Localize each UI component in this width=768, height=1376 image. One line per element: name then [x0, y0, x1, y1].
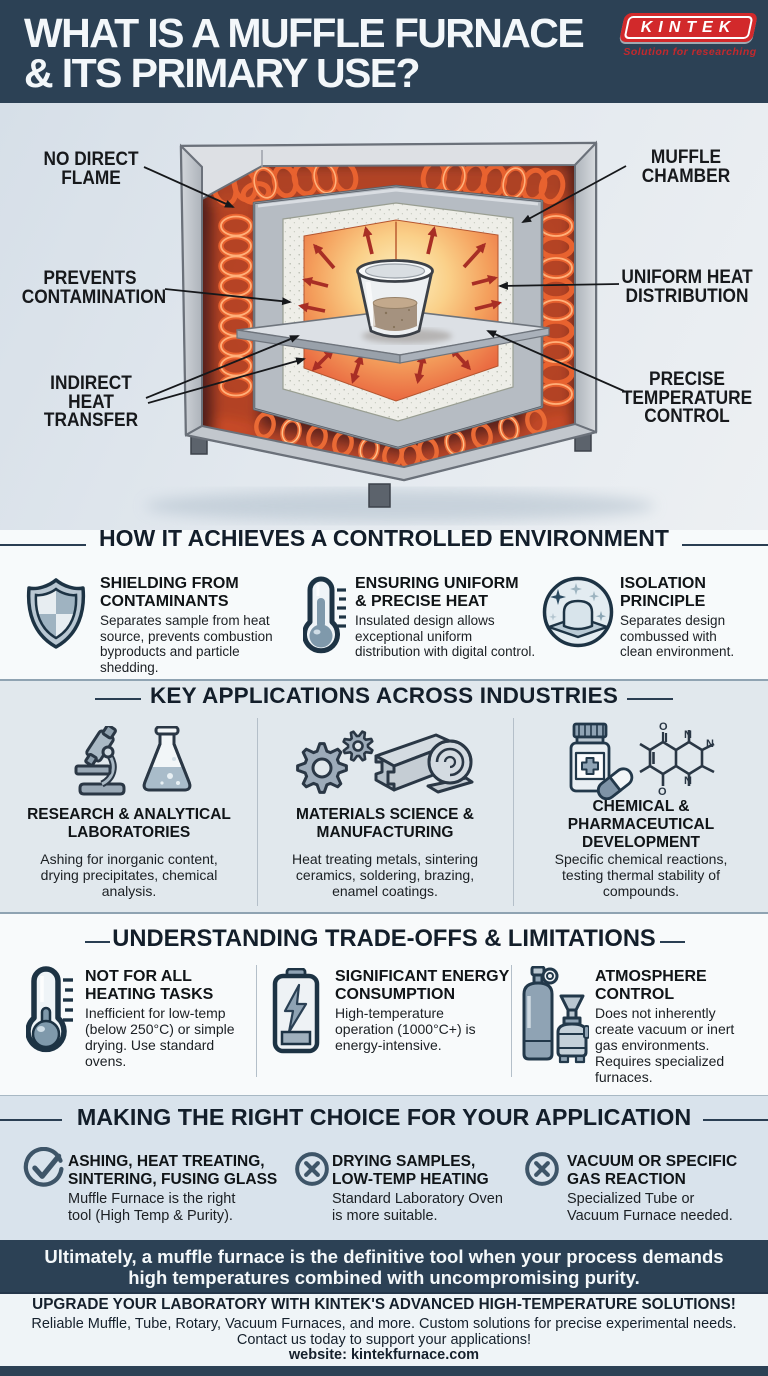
svg-text:N: N [706, 738, 714, 750]
svg-text:N: N [684, 729, 692, 741]
svg-text:O: O [659, 722, 668, 733]
svg-text:N: N [684, 775, 692, 787]
svg-text:O: O [658, 786, 667, 798]
